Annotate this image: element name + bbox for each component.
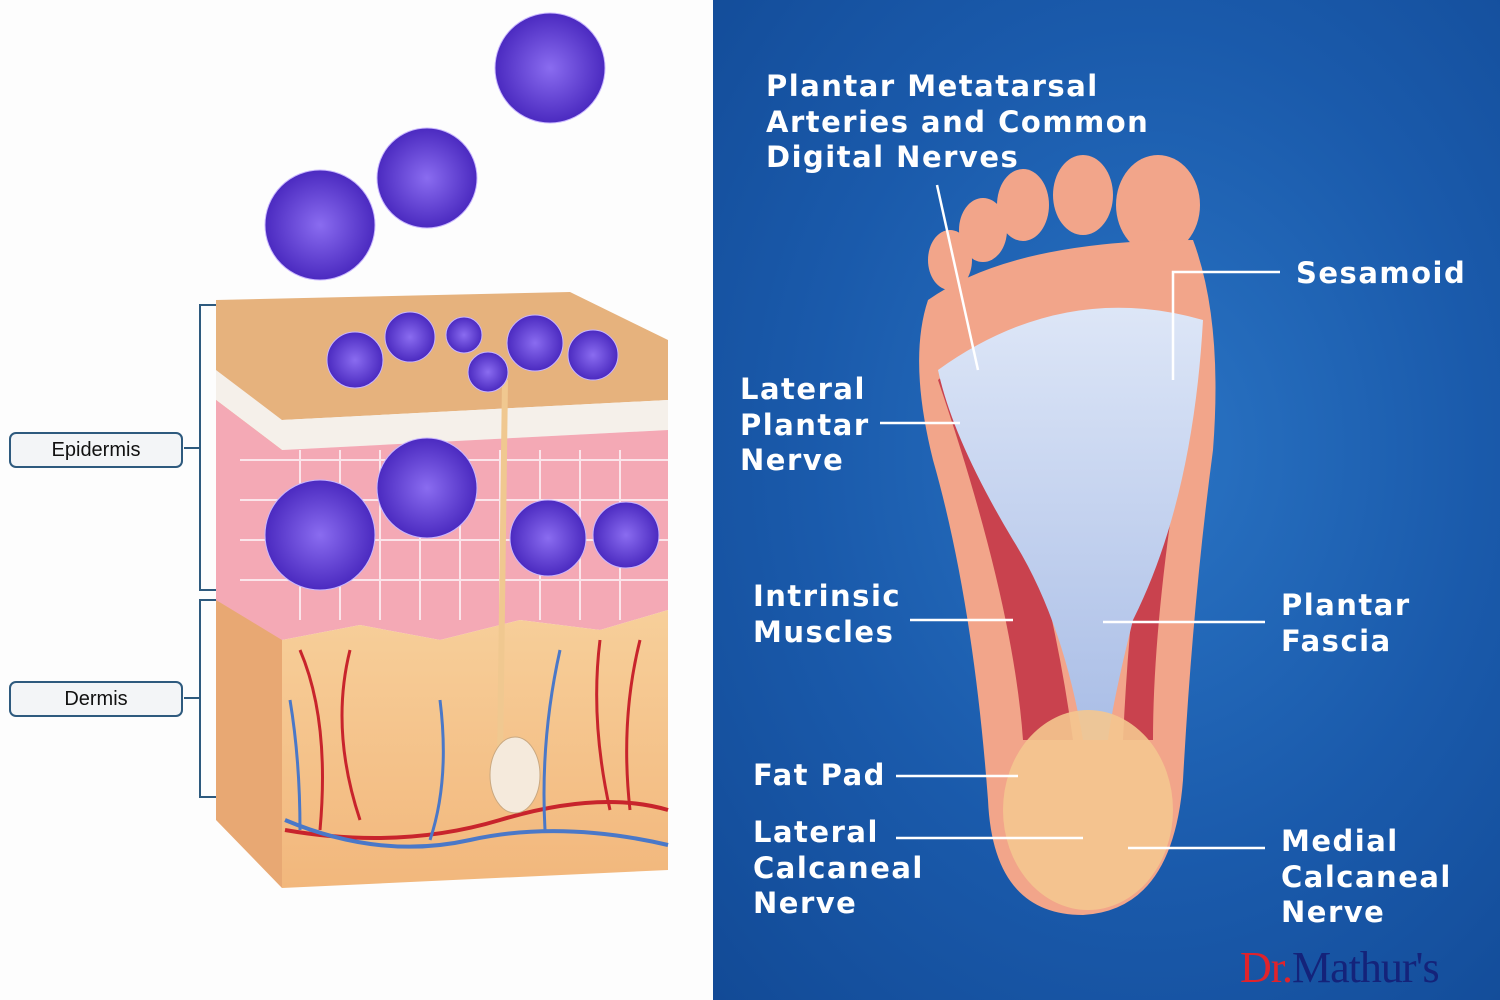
skin-illustration (184, 12, 669, 888)
plantar-fascia (938, 307, 1203, 740)
label-plantar-metatarsal: Plantar Metatarsal Arteries and Common D… (766, 69, 1150, 174)
label-fat-pad: Fat Pad (753, 758, 886, 792)
blood-vessels (284, 639, 669, 849)
dermis-label: Dermis (9, 681, 183, 717)
toes (928, 155, 1200, 290)
logo-name: Mathur's (1292, 943, 1440, 992)
logo-prefix: Dr. (1240, 943, 1293, 992)
epidermis-label: Epidermis (9, 432, 183, 468)
epidermis-bracket (184, 304, 216, 591)
label-lateral-calcaneal-nerve: Lateral Calcaneal Nerve (753, 815, 924, 920)
label-medial-calcaneal-nerve: Medial Calcaneal Nerve (1281, 824, 1452, 929)
dermis-layer (282, 610, 668, 888)
label-intrinsic-muscles: Intrinsic Muscles (753, 579, 902, 649)
label-sesamoid: Sesamoid (1296, 256, 1467, 290)
foot-illustration (880, 155, 1280, 915)
skin-panel: Epidermis Dermis (0, 0, 713, 1000)
hair-shaft (497, 379, 508, 761)
dr-mathurs-logo: Dr.Mathur's (1240, 942, 1440, 993)
leader-lines (880, 184, 1280, 850)
label-plantar-fascia: Plantar Fascia (1281, 588, 1411, 658)
dermis-bracket (184, 599, 216, 798)
cell-clusters (264, 12, 660, 591)
sweat-gland (489, 736, 541, 814)
foot-panel: Plantar Metatarsal Arteries and Common D… (713, 0, 1500, 1000)
fat-pad (1003, 710, 1173, 910)
label-lateral-plantar-nerve: Lateral Plantar Nerve (740, 372, 870, 477)
